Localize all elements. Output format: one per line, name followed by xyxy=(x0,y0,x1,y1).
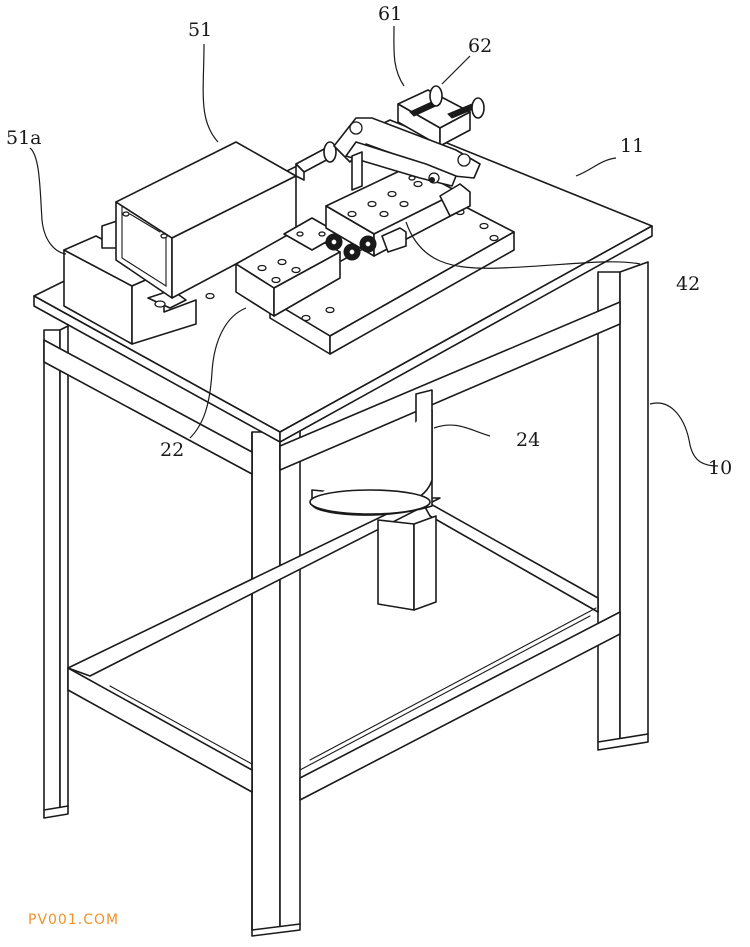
label-24: 24 xyxy=(516,429,540,451)
slide-assembly-22 xyxy=(189,199,515,439)
label-62: 62 xyxy=(468,35,492,57)
reference-labels: 51 51a 61 62 11 42 22 24 10 xyxy=(6,3,732,479)
label-51: 51 xyxy=(188,19,212,41)
label-11: 11 xyxy=(620,135,644,157)
roller-block-42 xyxy=(325,165,641,269)
label-61: 61 xyxy=(378,3,402,25)
label-42: 42 xyxy=(676,273,700,295)
cylinder-24 xyxy=(309,389,491,611)
watermark-text: PV001.COM xyxy=(28,912,120,928)
air-cylinder-51 xyxy=(115,43,337,299)
label-10: 10 xyxy=(708,457,732,479)
linkage-61 xyxy=(333,25,485,191)
label-51a: 51a xyxy=(6,127,42,149)
label-22: 22 xyxy=(160,439,184,461)
